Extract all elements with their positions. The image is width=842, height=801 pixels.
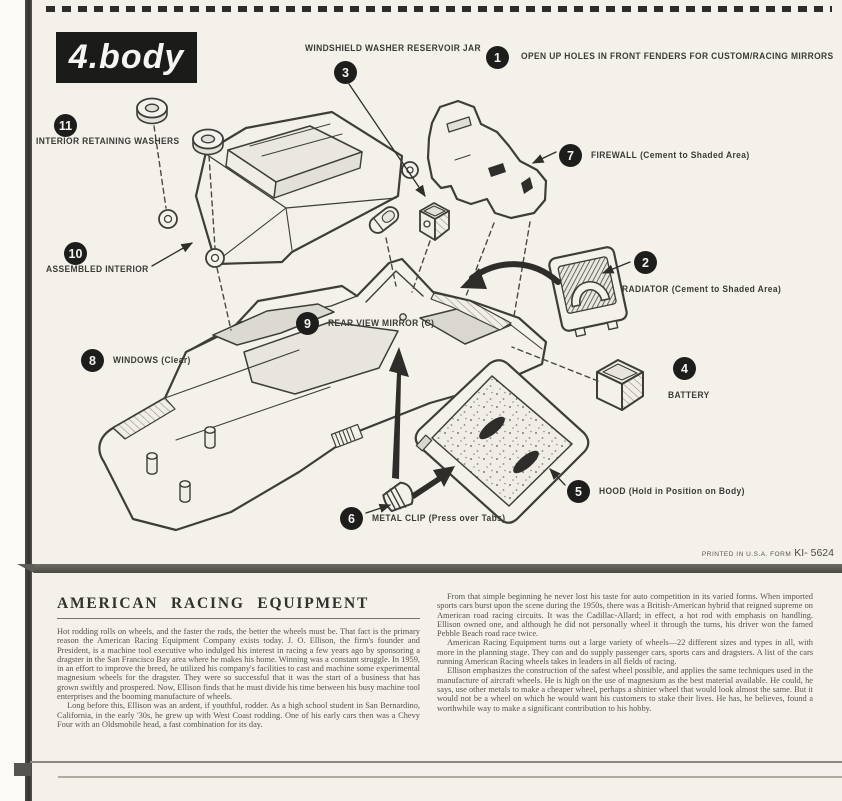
callout-7-label: FIREWALL(Cement to Shaded Area) <box>591 150 750 160</box>
callout-4-label: BATTERY <box>668 390 710 400</box>
scan-fold-line <box>30 761 842 763</box>
callout-1-label: OPEN UP HOLES IN FRONT FENDERS FOR CUSTO… <box>521 51 834 61</box>
article-paragraph: American Racing Equipment turns out a la… <box>437 638 813 667</box>
radiator-drawing <box>548 246 628 338</box>
scan-artifact <box>14 763 31 776</box>
assembly-dashed-lines <box>153 125 599 382</box>
step-title-box: 4.body <box>56 32 197 83</box>
car-body-drawing <box>98 257 548 532</box>
callout-2-label: RADIATOR(Cement to Shaded Area) <box>622 284 782 294</box>
article-left-column: AMERICAN RACING EQUIPMENT Hot rodding ro… <box>57 595 420 729</box>
mirror-drawing <box>368 206 400 234</box>
callout-11-label: INTERIOR RETAINING WASHERS <box>36 136 180 146</box>
article-paragraph: Ellison emphasizes the construction of t… <box>437 666 813 713</box>
callout-3-badge: 3 <box>334 61 357 84</box>
battery-drawing <box>596 359 644 411</box>
cut-line-dashes <box>46 6 832 12</box>
callout-3-label: WINDSHIELD WASHER RESERVOIR JAR <box>305 43 481 53</box>
radiator-install-arrow <box>460 261 561 289</box>
firewall-drawing <box>426 99 548 220</box>
callout-10-badge: 10 <box>64 242 87 265</box>
washers-drawing <box>136 97 224 156</box>
section-divider <box>17 564 842 573</box>
article-right-column: From that simple beginning he never lost… <box>437 592 813 713</box>
callout-6-badge: 6 <box>340 507 363 530</box>
washer-jar-drawing <box>419 202 450 241</box>
article-title-rule <box>57 618 420 619</box>
step-title: 4.body <box>68 38 185 76</box>
callout-5-badge: 5 <box>567 480 590 503</box>
interior-drawing <box>158 110 419 268</box>
callout-5-label: HOOD(Hold in Position on Body) <box>599 486 745 496</box>
callout-10-label: ASSEMBLED INTERIOR <box>46 264 149 274</box>
callout-11-badge: 11 <box>54 114 77 137</box>
callout-2-badge: 2 <box>634 251 657 274</box>
callout-8-label: WINDOWS(Clear) <box>113 355 191 365</box>
callout-9-badge: 9 <box>296 312 319 335</box>
callout-4-badge: 4 <box>673 357 696 380</box>
article-paragraph: From that simple beginning he never lost… <box>437 592 813 639</box>
callout-1-badge: 1 <box>486 46 509 69</box>
scan-fold-line-2 <box>58 776 842 778</box>
callout-6-label: METAL CLIP(Press over Tabs) <box>372 513 506 523</box>
pointer-arrows <box>151 83 631 514</box>
scan-binding-edge <box>25 0 32 801</box>
article-paragraph: Long before this, Ellison was an ardent,… <box>57 701 420 729</box>
form-code: KI- 5624 <box>794 547 834 559</box>
callout-7-badge: 7 <box>559 144 582 167</box>
callout-8-badge: 8 <box>81 349 104 372</box>
hood-drawing <box>414 359 590 524</box>
metal-clip-drawing <box>382 481 414 513</box>
thick-arrows <box>389 347 455 499</box>
scan-left-margin <box>0 0 25 801</box>
callout-9-label: REAR VIEW MIRROR(C) <box>328 318 435 328</box>
article-paragraph: Hot rodding rolls on wheels, and the fas… <box>57 627 421 702</box>
assembly-diagram <box>98 83 644 532</box>
article-title: AMERICAN RACING EQUIPMENT <box>57 595 370 612</box>
